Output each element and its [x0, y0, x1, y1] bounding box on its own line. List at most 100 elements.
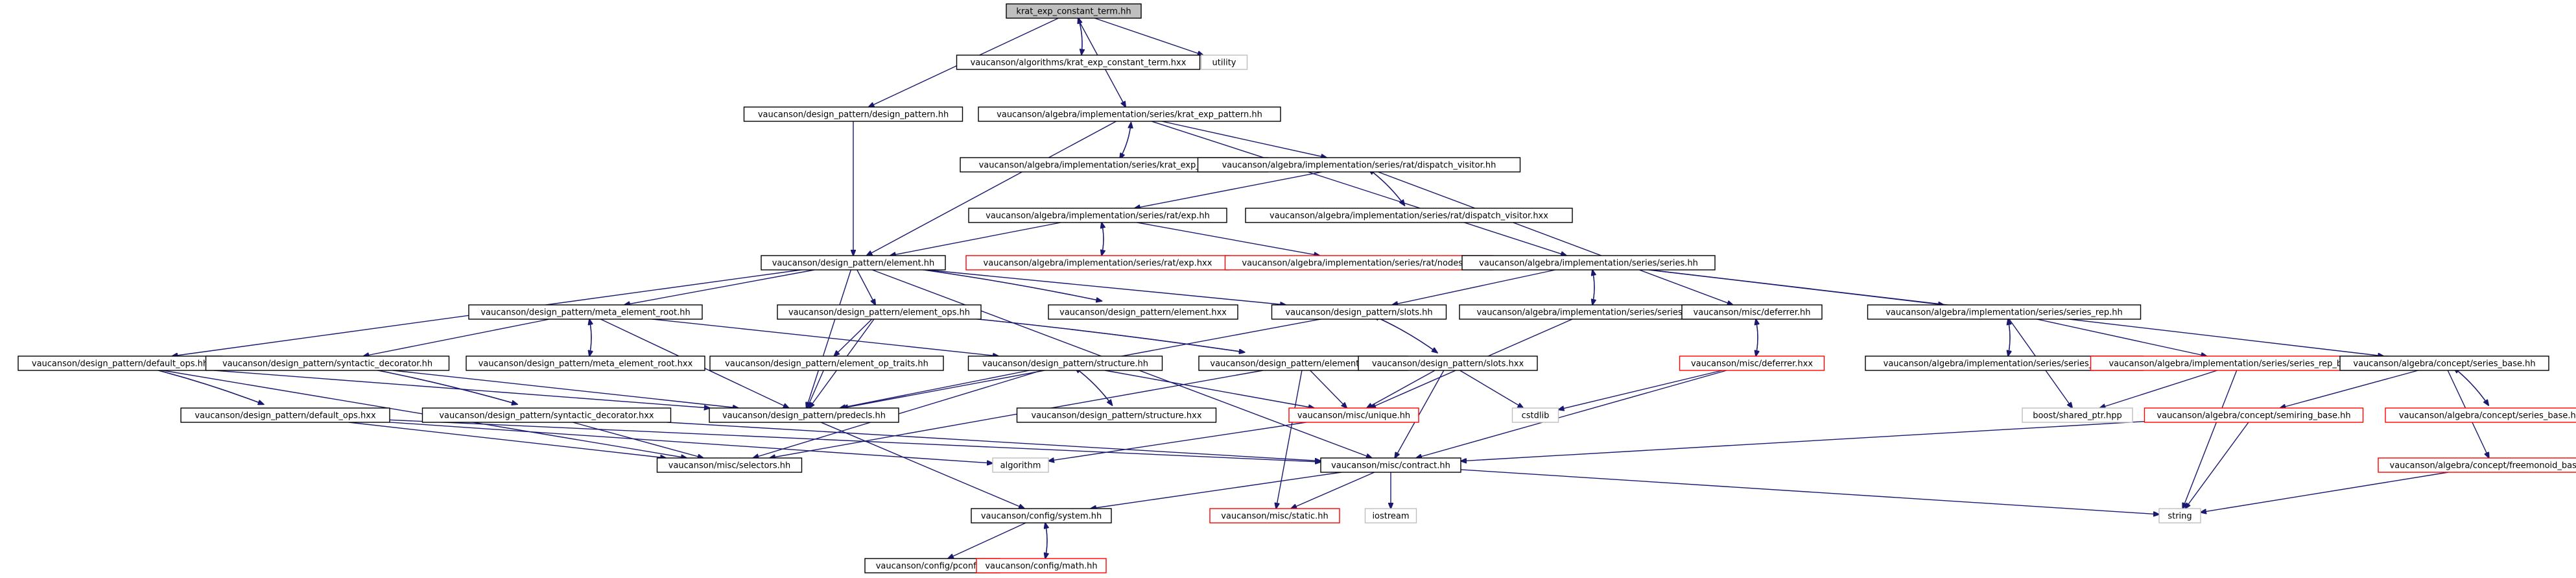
node-label: vaucanson/algebra/implementation/series/… [997, 110, 1262, 120]
edge-system_hh-to-pconf_hh [948, 522, 1026, 559]
node-label: vaucanson/design_pattern/element_ops.hxx [1210, 359, 1397, 369]
node-label: vaucanson/algebra/implementation/series/… [1270, 211, 1548, 221]
node-sbase-hxx[interactable]: vaucanson/algebra/concept/series_base.hx… [2385, 407, 2576, 423]
node-label: vaucanson/config/pconf.hh [876, 562, 989, 572]
node-label: vaucanson/algebra/implementation/series/… [1479, 259, 1698, 269]
node-label: vaucanson/design_pattern/structure.hh [982, 359, 1148, 369]
node-slots-hh[interactable]: vaucanson/design_pattern/slots.hh [1271, 304, 1447, 320]
node-label: vaucanson/algorithms/krat_exp_constant_t… [971, 58, 1187, 68]
node-label: vaucanson/design_pattern/element.hh [772, 259, 935, 269]
node-exp-hxx[interactable]: vaucanson/algebra/implementation/series/… [965, 255, 1230, 271]
node-srepbase-hh[interactable]: vaucanson/algebra/implementation/series/… [2090, 355, 2389, 371]
node-box [466, 355, 705, 371]
edge-dops_hxx-to-selectors_hh [348, 422, 666, 458]
node-selectors-hh[interactable]: vaucanson/misc/selectors.hh [656, 457, 803, 473]
edge-freemonoid_hh-to-string [2201, 472, 2449, 512]
edge-dv_hxx-to-dv_hh [1369, 169, 1405, 206]
edge-struct_hh-to-predecls_hh [840, 370, 1030, 408]
edge-deferrer_hxx-to-cstdlib [1559, 370, 1723, 410]
node-slots-hxx[interactable]: vaucanson/design_pattern/slots.hxx [1358, 355, 1538, 371]
node-dops-hxx[interactable]: vaucanson/design_pattern/default_ops.hxx [180, 407, 390, 423]
node-exp-hh[interactable]: vaucanson/algebra/implementation/series/… [968, 208, 1227, 223]
node-box [1245, 208, 1573, 223]
node-box [1271, 304, 1447, 320]
node-sdec-hxx[interactable]: vaucanson/design_pattern/syntactic_decor… [421, 407, 672, 423]
node-struct-hxx[interactable]: vaucanson/design_pattern/structure.hxx [1016, 407, 1217, 423]
node-label: vaucanson/misc/selectors.hh [668, 461, 790, 471]
node-eops-hh[interactable]: vaucanson/design_pattern/element_ops.hh [777, 304, 982, 320]
edge-slots_hxx-to-slots_hh [1373, 316, 1438, 354]
node-box [1209, 508, 1340, 524]
node-dp-dp[interactable]: vaucanson/design_pattern/design_pattern.… [743, 106, 963, 122]
node-struct-hh[interactable]: vaucanson/design_pattern/structure.hh [967, 355, 1163, 371]
node-label: algorithm [1000, 461, 1041, 471]
node-dv-hxx[interactable]: vaucanson/algebra/implementation/series/… [1245, 208, 1573, 223]
node-series-hh[interactable]: vaucanson/algebra/implementation/series/… [1461, 255, 1716, 271]
node-label: vaucanson/design_pattern/element_op_trai… [725, 359, 928, 369]
node-label: vaucanson/design_pattern/default_ops.hxx [195, 411, 376, 421]
node-srep-hxx[interactable]: vaucanson/algebra/implementation/series/… [1865, 355, 2144, 371]
node-elem-hxx[interactable]: vaucanson/design_pattern/element.hxx [1048, 304, 1238, 320]
node-dops-hh[interactable]: vaucanson/design_pattern/default_ops.hh [18, 355, 222, 371]
node-box [1358, 355, 1538, 371]
node-label: cstdlib [1522, 411, 1550, 421]
node-box [709, 355, 944, 371]
edge-dops_hxx-to-algorithm [389, 422, 993, 463]
edge-exp_hh-to-elem_hh [890, 222, 1061, 256]
edge-srep_hh-to-srepbase_hh [2037, 319, 2207, 356]
node-static-hh[interactable]: vaucanson/misc/static.hh [1209, 508, 1340, 524]
node-utility: utility [1200, 54, 1248, 70]
node-dv-hh[interactable]: vaucanson/algebra/implementation/series/… [1197, 157, 1521, 173]
node-label: string [2168, 512, 2192, 522]
node-predecls-hh[interactable]: vaucanson/design_pattern/predecls.hh [709, 407, 899, 423]
node-box [1006, 3, 1142, 19]
node-nodes-hh[interactable]: vaucanson/algebra/implementation/series/… [1224, 255, 1494, 271]
node-semiring-hh[interactable]: vaucanson/algebra/concept/semiring_base.… [2144, 407, 2364, 423]
node-sbase-hh[interactable]: vaucanson/algebra/concept/series_base.hh [2339, 355, 2549, 371]
node-box [992, 457, 1049, 473]
node-elem-hh[interactable]: vaucanson/design_pattern/element.hh [761, 255, 946, 271]
node-box [968, 208, 1227, 223]
edge-layer [144, 18, 2489, 559]
node-box [709, 407, 899, 423]
node-box [205, 355, 450, 371]
node-contract-hh[interactable]: vaucanson/misc/contract.hh [1320, 457, 1461, 473]
edge-elem_hh-to-eops_hh [857, 269, 875, 305]
edge-kep_hh-to-series_hh [1151, 121, 1566, 256]
edge-elem_hh-to-mer_hh [624, 269, 815, 305]
node-label: vaucanson/design_pattern/design_pattern.… [758, 110, 949, 120]
node-label: vaucanson/algebra/concept/freemonoid_bas… [2390, 461, 2576, 471]
node-freemonoid-hh[interactable]: vaucanson/algebra/concept/freemonoid_bas… [2378, 457, 2576, 473]
node-iostream: iostream [1364, 508, 1417, 524]
node-mer-hxx[interactable]: vaucanson/design_pattern/meta_element_ro… [466, 355, 705, 371]
edge-exp_hh-to-nodes_hh [1137, 222, 1320, 256]
node-sdec-hh[interactable]: vaucanson/design_pattern/syntactic_decor… [205, 355, 450, 371]
node-kep-hh[interactable]: vaucanson/algebra/implementation/series/… [978, 106, 1281, 122]
node-pconf-hh[interactable]: vaucanson/config/pconf.hh [864, 558, 1000, 573]
node-math-hh[interactable]: vaucanson/config/math.hh [976, 558, 1107, 573]
edge-contract_hh-to-string [1460, 469, 2159, 514]
node-series-hxx[interactable]: vaucanson/algebra/implementation/series/… [1459, 304, 1718, 320]
node-box [1320, 457, 1461, 473]
node-box [1288, 407, 1419, 423]
node-unique-hh[interactable]: vaucanson/misc/unique.hh [1288, 407, 1419, 423]
edge-sdec_hxx-to-sdec_hh [359, 367, 518, 405]
node-mer-hh[interactable]: vaucanson/design_pattern/meta_element_ro… [468, 304, 703, 320]
node-deferrer-hh[interactable]: vaucanson/misc/deferrer.hh [1681, 304, 1823, 320]
edge-predecls_hh-to-system_hh [820, 422, 1024, 509]
edge-dv_hh-to-dv_hxx [1368, 169, 1404, 206]
node-deferrer-hxx[interactable]: vaucanson/misc/deferrer.hxx [1679, 355, 1825, 371]
node-eops-hxx[interactable]: vaucanson/design_pattern/element_ops.hxx [1198, 355, 1408, 371]
node-box [656, 457, 803, 473]
node-root[interactable]: krat_exp_constant_term.hh [1006, 3, 1142, 19]
node-label: krat_exp_constant_term.hh [1016, 7, 1131, 17]
node-srep-hh[interactable]: vaucanson/algebra/implementation/series/… [1867, 304, 2142, 320]
node-eopt-hh[interactable]: vaucanson/design_pattern/element_op_trai… [709, 355, 944, 371]
node-algo-hxx[interactable]: vaucanson/algorithms/krat_exp_constant_t… [956, 54, 1201, 70]
node-system-hh[interactable]: vaucanson/config/system.hh [971, 508, 1112, 524]
node-kep-hxx[interactable]: vaucanson/algebra/implementation/series/… [960, 157, 1268, 173]
node-box [777, 304, 982, 320]
node-label: vaucanson/design_pattern/slots.hxx [1372, 359, 1524, 369]
edge-semiring_hh-to-contract_hh [1461, 421, 2145, 461]
